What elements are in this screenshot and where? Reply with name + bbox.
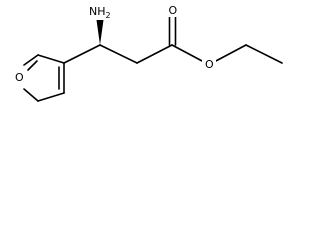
amine-label-subscript: 2 [106,11,111,20]
bond-ch2-to-carbonyl-carbon [136,44,173,64]
bond-carbonyl-to-ester-oxygen [171,44,205,63]
furan-double-bond-inner-o-c2 [27,60,38,71]
bond-stereocenter-to-ch2 [99,44,138,64]
ester-oxygen-background [202,57,216,71]
furan-bond-c5-o [23,88,39,102]
amine-label-background [87,4,115,19]
ring-oxygen-background [13,70,27,84]
ester-oxygen-label: O [205,58,214,71]
bond-ring-to-stereocenter [63,44,101,64]
ring-oxygen-label: O [15,71,24,84]
bond-ester-oxygen-to-ch2 [213,44,247,63]
furan-bond-c2-c3 [37,54,65,64]
carbonyl-oxygen-label: O [169,4,178,17]
furan-bond-c4-c5 [37,92,65,102]
wedge-bond-stereocenter-to-amine [96,20,104,45]
bond-ethyl-ch2-to-ch3 [245,44,283,64]
chemical-structure-diagram: NH2 O O O [13,3,283,102]
carbonyl-oxygen-background [166,3,179,17]
amine-label-main: NH [89,5,106,18]
amine-label: NH2 [89,5,111,20]
furan-bond-o-c2 [23,54,39,66]
